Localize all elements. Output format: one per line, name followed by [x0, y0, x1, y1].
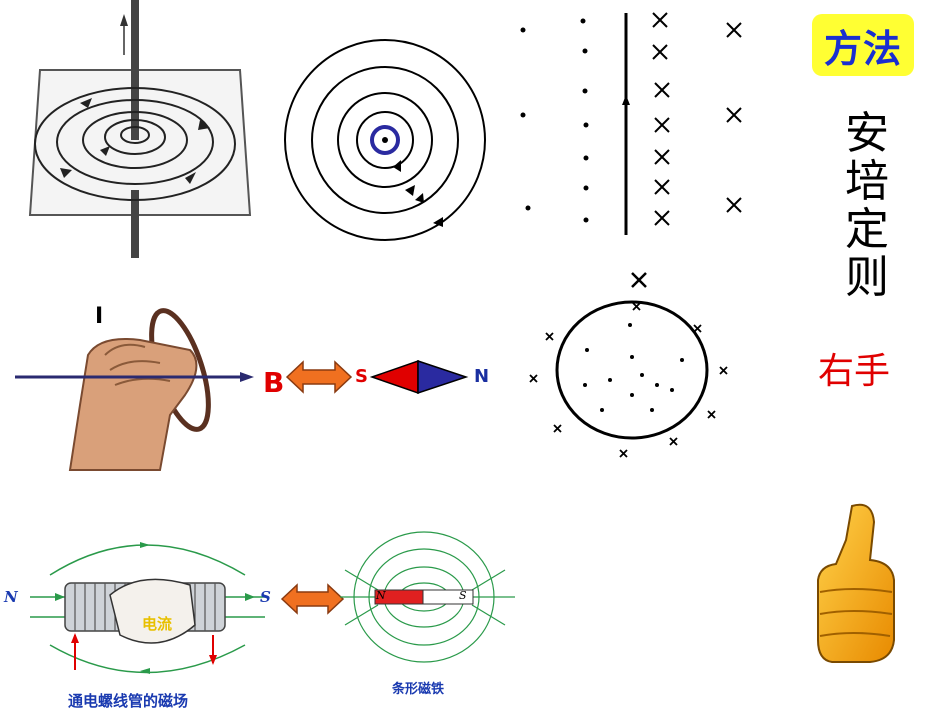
field-label-b: B: [263, 366, 285, 399]
current-label-i: I: [95, 304, 104, 329]
solenoid-caption: 通电螺线管的磁场: [68, 692, 189, 710]
right-hand-label: 右手: [818, 351, 891, 392]
rule-title-vertical: 安培定则: [845, 108, 889, 303]
needle-south-label: S: [355, 366, 368, 387]
right-hand-grip-wire: [15, 308, 254, 471]
bar-magnet-north: N: [376, 589, 386, 602]
current-loop-field: [529, 272, 728, 458]
solenoid-south-pole: S: [260, 588, 271, 606]
equivalence-arrow-top: [285, 360, 353, 394]
equivalence-arrow-bottom: [280, 583, 345, 615]
bar-magnet-field-diagram: [340, 531, 515, 663]
dots-and-crosses-field: [520, 12, 742, 235]
solenoid-field-diagram: [30, 542, 265, 674]
solenoid-current-label: 电流: [142, 615, 173, 633]
bar-magnet-south: S: [459, 589, 467, 602]
solenoid-north-pole: N: [4, 588, 18, 606]
compass-needle: [369, 359, 469, 395]
straight-wire-field-diagram: [28, 0, 252, 258]
needle-north-label: N: [474, 366, 490, 387]
method-badge: 方法: [812, 14, 914, 76]
bar-magnet-caption: 条形磁铁: [392, 682, 445, 697]
concentric-field-circles: [284, 39, 486, 241]
thumbs-up-icon: [817, 503, 895, 663]
